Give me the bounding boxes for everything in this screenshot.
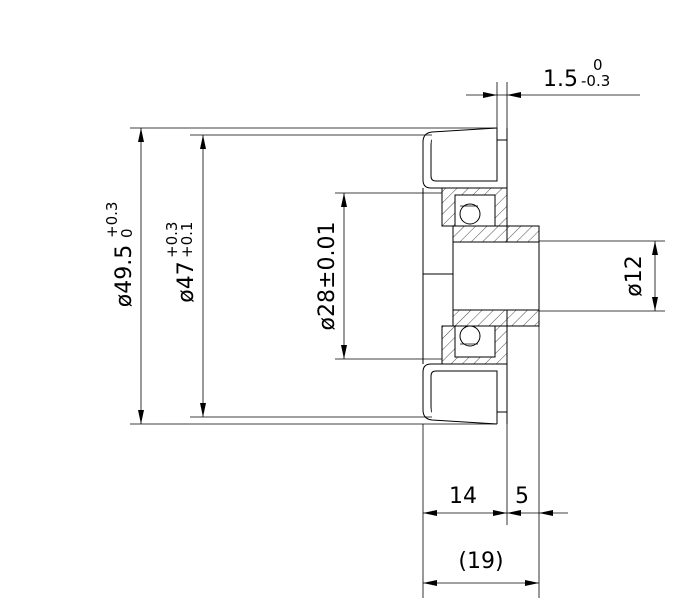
outer-diameter-upper-tol: +0.3 — [103, 202, 121, 238]
dim-flange-width: 1.5 0 -0.3 — [543, 56, 610, 92]
upper-hub-hatch — [452, 225, 540, 243]
top-rim-outline — [422, 127, 498, 189]
bearing-diameter-symbol: ø — [315, 317, 340, 330]
pulley-cross-section — [422, 127, 540, 425]
bearing-diameter-value: 28±0.01 — [315, 222, 340, 317]
outer-diameter-value: 49.5 — [112, 245, 137, 294]
bore-diameter-symbol: ø — [622, 283, 647, 296]
groove-diameter-symbol: ø — [174, 289, 199, 302]
svg-text:ø12: ø12 — [622, 255, 647, 296]
bottom-rim-outline — [422, 363, 498, 425]
outer-diameter-symbol: ø — [112, 294, 137, 307]
groove-diameter-upper-tol: +0.3 — [163, 222, 181, 258]
svg-text:ø49.5: ø49.5 — [112, 245, 137, 307]
dim-bearing-diameter: ø28±0.01 — [315, 222, 340, 331]
flange-width-lower-tol: -0.3 — [581, 72, 610, 90]
lower-bearing-ball — [459, 325, 481, 347]
bore-diameter-value: 12 — [622, 255, 647, 283]
flange-width-value: 1.5 — [543, 67, 578, 92]
groove-diameter-lower-tol: +0.1 — [178, 222, 196, 258]
dim-hub-width: 5 — [515, 484, 529, 509]
dim-bore-diameter: ø12 — [622, 255, 647, 296]
lower-hub-hatch — [452, 309, 540, 327]
dim-total-width: (19) — [458, 549, 503, 574]
dim-outer-diameter: ø49.5 +0.3 0 — [103, 202, 137, 308]
extension-lines — [130, 82, 665, 598]
flange-width-upper-tol: 0 — [593, 56, 603, 74]
groove-diameter-value: 47 — [174, 261, 199, 289]
upper-bearing-ball — [459, 203, 481, 225]
dimension-lines — [138, 92, 658, 586]
svg-text:ø47: ø47 — [174, 261, 199, 302]
bore-channel — [453, 242, 539, 310]
dim-body-width: 14 — [449, 484, 477, 509]
svg-text:ø28±0.01: ø28±0.01 — [315, 222, 340, 331]
outer-diameter-lower-tol: 0 — [118, 228, 136, 238]
dim-groove-diameter: ø47 +0.3 +0.1 — [163, 222, 199, 303]
